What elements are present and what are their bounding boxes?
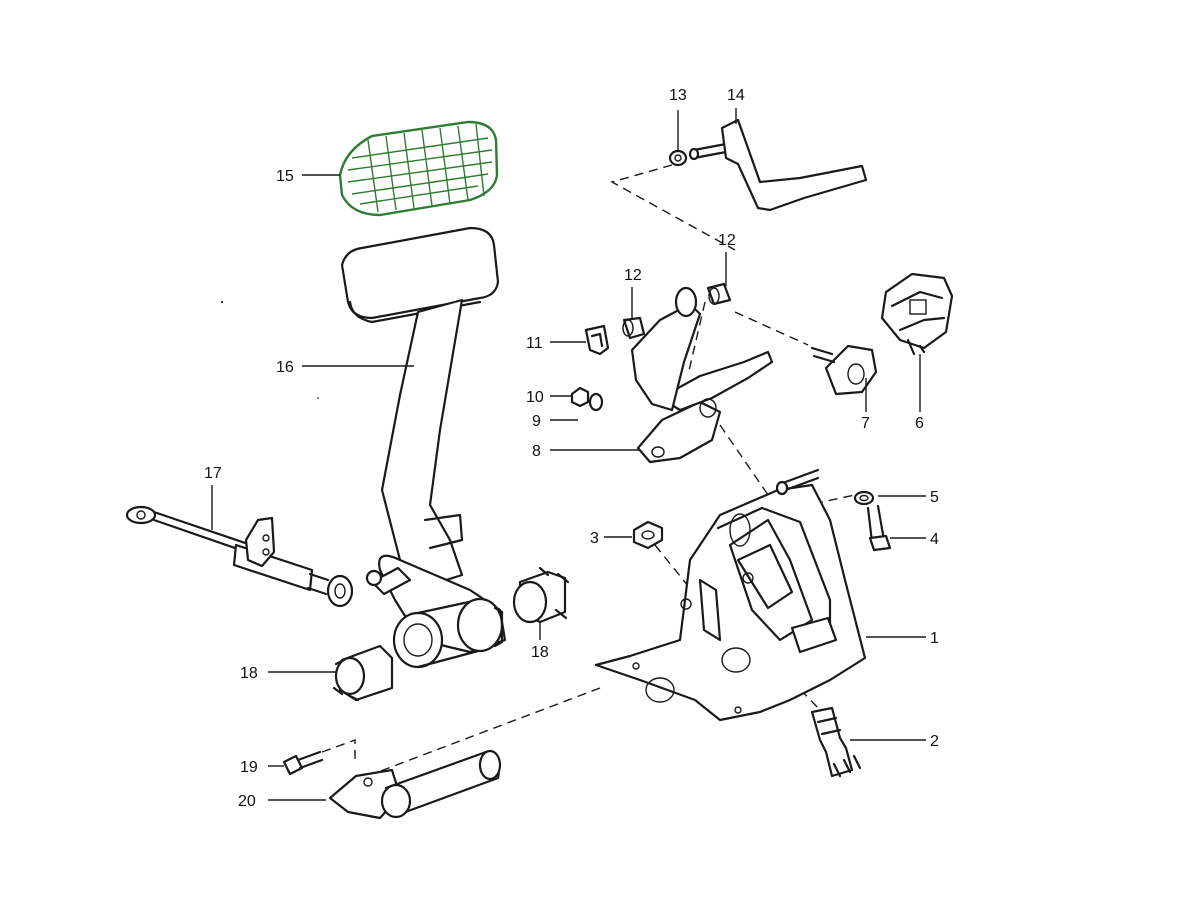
callout-18-right: 18 xyxy=(531,644,549,661)
callout-14: 14 xyxy=(727,87,745,104)
nut-part-3[interactable] xyxy=(632,520,664,550)
callout-13: 13 xyxy=(669,87,687,104)
callout-15: 15 xyxy=(276,168,294,185)
callout-16: 16 xyxy=(276,359,294,376)
pedal-bracket-part-1[interactable] xyxy=(594,468,867,722)
scan-speck xyxy=(317,397,319,399)
pedal-arm-part-16[interactable] xyxy=(340,226,507,669)
scan-speck xyxy=(220,300,224,304)
callout-17: 17 xyxy=(204,465,222,482)
bushing-part-18-right[interactable] xyxy=(512,566,570,624)
brake-light-switch-part-2[interactable] xyxy=(810,706,862,778)
lever-part-8[interactable] xyxy=(630,286,774,464)
callout-9: 9 xyxy=(532,413,541,430)
callout-19: 19 xyxy=(240,759,258,776)
bolt-part-4[interactable] xyxy=(866,504,892,552)
switch-part-6[interactable] xyxy=(880,272,954,356)
bushing-part-18-left[interactable] xyxy=(332,644,394,702)
push-rod-part-17[interactable] xyxy=(125,505,354,608)
leader-lines xyxy=(211,108,926,801)
pedal-pad-part-15[interactable] xyxy=(338,120,499,217)
bolt-part-19[interactable] xyxy=(282,750,324,776)
callout-12-left: 12 xyxy=(624,267,642,284)
callout-5: 5 xyxy=(930,489,939,506)
washer-part-9[interactable] xyxy=(588,392,604,412)
callout-labels: 15 16 17 18 18 19 20 13 14 12 12 11 10 9… xyxy=(204,87,939,810)
bushing-part-12-right[interactable] xyxy=(706,282,732,306)
spring-bracket-part-14[interactable] xyxy=(688,118,868,212)
callout-8: 8 xyxy=(532,443,541,460)
washer-part-13[interactable] xyxy=(668,149,688,167)
pivot-shaft-part-20[interactable] xyxy=(328,749,502,820)
washer-part-5[interactable] xyxy=(853,490,875,506)
callout-18-left: 18 xyxy=(240,665,258,682)
clamp-part-7[interactable] xyxy=(810,344,878,396)
callout-10: 10 xyxy=(526,389,544,406)
callout-1: 1 xyxy=(930,630,939,647)
callout-11: 11 xyxy=(526,335,543,352)
bushing-part-12-left[interactable] xyxy=(622,316,646,340)
callout-6: 6 xyxy=(915,415,924,432)
clip-part-11[interactable] xyxy=(584,324,610,356)
nut-part-10[interactable] xyxy=(570,386,590,408)
callout-4: 4 xyxy=(930,531,939,548)
callout-7: 7 xyxy=(861,415,870,432)
callout-3: 3 xyxy=(590,530,599,547)
callout-2: 2 xyxy=(930,733,939,750)
callout-12-right: 12 xyxy=(718,232,736,249)
callout-20: 20 xyxy=(238,793,256,810)
